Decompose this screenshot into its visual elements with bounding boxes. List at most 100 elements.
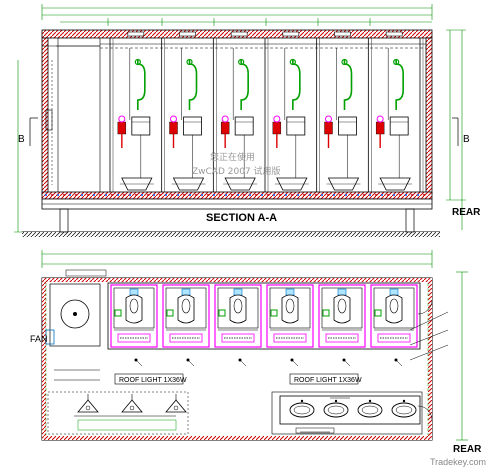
- floor-dot: [213, 194, 215, 196]
- sink-bowl: [391, 402, 417, 418]
- section-title: SECTION A-A: [206, 212, 277, 224]
- sink-inner: [327, 405, 345, 415]
- ceiling-light-icon: [127, 31, 145, 37]
- floor-dot: [417, 194, 419, 196]
- red-valve-icon: [169, 121, 178, 135]
- pan-bowl: [129, 298, 139, 314]
- floor-dot: [135, 194, 137, 196]
- floor-dot: [309, 194, 311, 196]
- floor-dot: [123, 194, 125, 196]
- sink-inner: [293, 405, 311, 415]
- floor-dot: [321, 194, 323, 196]
- stall-enclosure: [110, 284, 158, 348]
- urinal-drain: [173, 405, 179, 411]
- floor-dot: [63, 194, 65, 196]
- fan-label: FAN: [30, 334, 48, 344]
- floor-dot: [279, 194, 281, 196]
- valve-icon: [341, 58, 348, 66]
- ceiling-light-icon: [385, 31, 403, 37]
- drain-lead: [187, 359, 195, 367]
- flush-pipe-icon: [292, 60, 301, 110]
- squat-pan-icon: [385, 294, 403, 324]
- section-rear-label: REAR: [452, 207, 481, 218]
- stall-cubicle: [373, 287, 415, 329]
- cistern-icon: [183, 116, 202, 136]
- ceiling-light-icon: [230, 31, 248, 37]
- cistern-icon: [131, 116, 151, 136]
- floor-dot: [237, 194, 239, 196]
- red-valve-icon: [220, 121, 230, 135]
- plan-info-box: [65, 269, 107, 277]
- stall-enclosure: [162, 284, 210, 348]
- floor-dot: [111, 194, 113, 196]
- floor-dot: [357, 194, 359, 196]
- faucet-icon: [334, 399, 338, 403]
- floor-dot: [231, 194, 233, 196]
- roof-light-right-box: [289, 373, 359, 385]
- roof-light-right-label: ROOF LIGHT 1X36W: [294, 377, 362, 384]
- squat-pan-icon: [177, 294, 195, 324]
- floor-dot: [177, 194, 179, 196]
- stall-enclosure: [266, 284, 314, 348]
- plan-stalls: [107, 282, 421, 367]
- urinal-drain: [85, 405, 91, 411]
- floor-dot: [69, 194, 71, 196]
- floor-dot: [405, 194, 407, 196]
- floor-dot: [147, 194, 149, 196]
- valve-icon: [134, 58, 141, 66]
- cistern-icon: [286, 116, 306, 136]
- section-left-wall: [41, 37, 49, 195]
- section-stall: [169, 31, 206, 191]
- cistern-icon: [389, 116, 409, 136]
- cistern-icon: [181, 288, 191, 296]
- pan-bowl: [181, 298, 191, 314]
- floor-dot: [369, 194, 371, 196]
- flush-pipe-icon: [188, 60, 198, 110]
- floor-dot: [363, 194, 365, 196]
- paper-holder-icon: [270, 309, 278, 317]
- urinal-area: [47, 391, 189, 435]
- plan-stall: [370, 284, 418, 367]
- drain-lead: [239, 359, 247, 367]
- floor-dot: [303, 194, 305, 196]
- floor-dot: [105, 194, 107, 196]
- floor-dot: [261, 194, 263, 196]
- floor-dot: [51, 194, 53, 196]
- plan-stall: [214, 284, 262, 367]
- sink-icon: [357, 399, 383, 418]
- paper-holder-icon: [166, 309, 174, 317]
- red-valve-icon: [324, 121, 333, 135]
- floor-dot: [153, 194, 155, 196]
- floor-dot: [171, 194, 173, 196]
- pink-fitting-icon: [273, 115, 281, 123]
- cistern-icon: [337, 288, 347, 296]
- drain-lead: [291, 359, 299, 367]
- floor-dot: [255, 194, 257, 196]
- floor-dot: [333, 194, 335, 196]
- stall-enclosure: [370, 284, 418, 348]
- stall-cubicle: [321, 287, 363, 329]
- sink-bowl: [323, 402, 349, 418]
- floor-dot: [423, 194, 425, 196]
- fan-room: [49, 283, 101, 347]
- floor-dot: [387, 194, 389, 196]
- section-view: B B 您正在使用 ZwCAD 2007 试用版 SECTION A-A REA…: [14, 4, 481, 237]
- section-stall: [272, 31, 309, 191]
- floor-dot: [381, 194, 383, 196]
- floor-dot: [327, 194, 329, 196]
- plan-view: FAN ROOF LIGHT 1X36W ROOF LIGHT 1X36W: [30, 250, 482, 455]
- paper-holder-icon: [374, 309, 382, 317]
- flush-pipe-icon: [343, 60, 353, 110]
- flush-pipe-icon: [395, 60, 404, 110]
- drain-lead: [343, 359, 351, 367]
- red-valve-icon: [375, 121, 385, 135]
- squat-pan-icon: [229, 294, 247, 324]
- plan-dimension-lines: [41, 250, 468, 441]
- floor-dot: [285, 194, 287, 196]
- floor-dot: [117, 194, 119, 196]
- pan-bowl: [285, 298, 295, 314]
- stall-cubicle: [269, 287, 311, 329]
- floor-dot: [345, 194, 347, 196]
- floor-dot: [297, 194, 299, 196]
- paper-holder-icon: [114, 309, 122, 317]
